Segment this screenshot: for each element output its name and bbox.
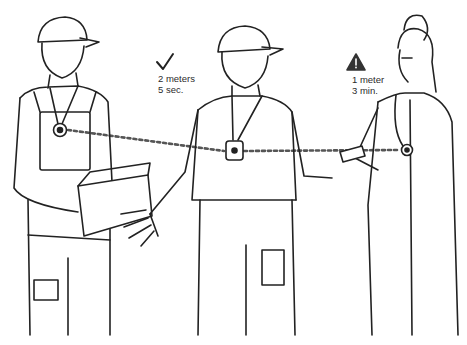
worker-middle-part (292, 112, 332, 178)
worker-middle-part (232, 85, 260, 96)
measure-label: 3 min. (352, 85, 378, 96)
measure-label: 2 meters (158, 73, 195, 84)
worker-left-part (80, 38, 99, 47)
check-mark-part (157, 54, 173, 69)
worker-right-part (402, 57, 412, 59)
worker-middle-part (232, 148, 237, 153)
worker-right-part (368, 102, 378, 335)
measure-label: 1 meter (352, 74, 384, 85)
worker-left-part (42, 43, 84, 78)
worker-right-part (378, 93, 458, 335)
worker-middle (121, 26, 332, 335)
warning-triangle-part (355, 59, 357, 65)
worker-middle-part (218, 26, 270, 52)
proximity-link-part (244, 150, 398, 151)
worker-right-part (404, 15, 428, 40)
worker-middle-part (198, 96, 296, 200)
worker-middle-part (226, 141, 243, 160)
worker-left (14, 17, 152, 335)
worker-right-part (395, 95, 403, 146)
worker-left-part (78, 163, 150, 186)
worker-middle-part (198, 200, 295, 335)
worker-right-part (355, 108, 378, 170)
worker-right-part (405, 148, 409, 152)
worker-right-part (340, 146, 365, 162)
worker-left-part (34, 280, 58, 300)
worker-left-part (40, 112, 90, 170)
worker-left-part (14, 98, 78, 212)
proximity-link-part (68, 130, 224, 151)
worker-right-part (399, 50, 408, 82)
worker-middle-part (262, 47, 283, 55)
warning-triangle-part (347, 54, 365, 70)
worker-middle-part (232, 96, 262, 140)
worker-middle-part (262, 250, 284, 285)
worker-right-part (398, 29, 436, 92)
worker-middle-part (121, 210, 158, 246)
worker-right (340, 15, 458, 335)
measure-label: 5 sec. (158, 84, 183, 95)
worker-left-part (20, 86, 112, 182)
worker-right-part (402, 145, 413, 156)
worker-middle-part (192, 110, 296, 200)
warning-triangle-part (355, 67, 357, 69)
worker-left-part (28, 235, 110, 240)
worker-left-part (50, 86, 78, 124)
worker-right-part (410, 100, 412, 335)
worker-left-part (58, 128, 63, 133)
worker-middle-part (150, 110, 198, 214)
worker-left-part (54, 124, 67, 137)
check-mark (157, 54, 173, 69)
worker-left-part (78, 175, 152, 236)
worker-left-part (34, 92, 96, 112)
warning-triangle (347, 54, 365, 70)
worker-middle-part (222, 52, 268, 88)
